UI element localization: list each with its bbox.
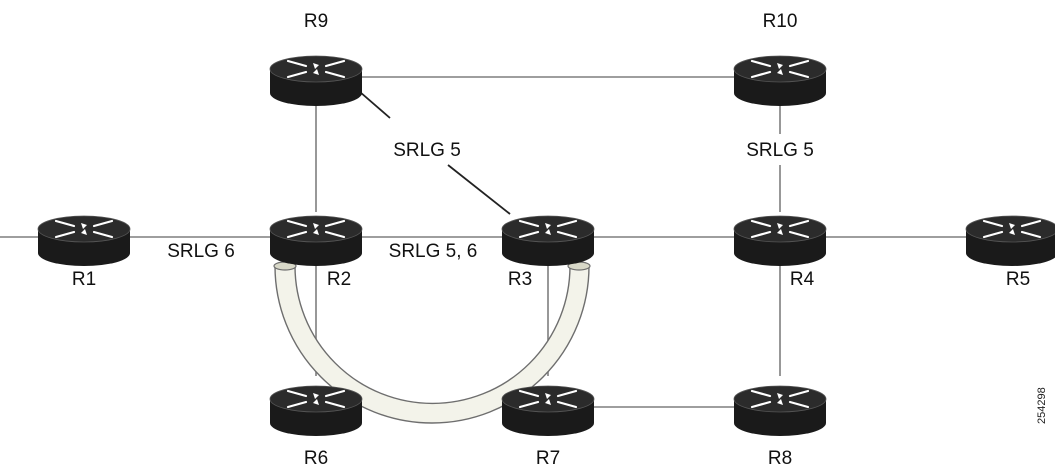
router-label-r7: R7 [536,448,560,469]
router-r7-icon [501,385,595,436]
router-label-r8: R8 [768,448,792,469]
srlg-label-r10-r4: SRLG 5 [746,140,814,161]
router-label-r9: R9 [304,11,328,32]
srlg-labels: SRLG 6 SRLG 5, 6 SRLG 5 SRLG 5 [167,140,814,262]
srlg-label-r2-r3: SRLG 5, 6 [389,241,478,262]
link-r9-r3 [359,91,391,119]
router-label-r1: R1 [72,269,96,290]
router-label-r10: R10 [763,11,798,32]
router-r1-icon [37,215,131,266]
router-r4-icon [733,215,827,266]
router-label-r5: R5 [1006,269,1030,290]
router-r5-icon [965,215,1055,266]
router-label-r6: R6 [304,448,328,469]
router-label-r3: R3 [508,269,532,290]
srlg-label-r9-r3: SRLG 5 [393,140,461,161]
router-r9-icon [269,55,363,106]
router-r8-icon [733,385,827,436]
router-label-r2: R2 [327,269,351,290]
router-r6-icon [269,385,363,436]
router-label-r4: R4 [790,269,815,290]
figure-id: 254298 [1036,387,1048,424]
link-r9-r3-lower [447,164,511,215]
router-labels: R1 R2 R3 R4 R5 R6 R7 R8 R9 R10 [72,11,1030,469]
routers [37,55,1055,436]
router-r10-icon [733,55,827,106]
router-r2-icon [269,215,363,266]
srlg-label-r1-r2: SRLG 6 [167,241,235,262]
router-r3-icon [501,215,595,266]
